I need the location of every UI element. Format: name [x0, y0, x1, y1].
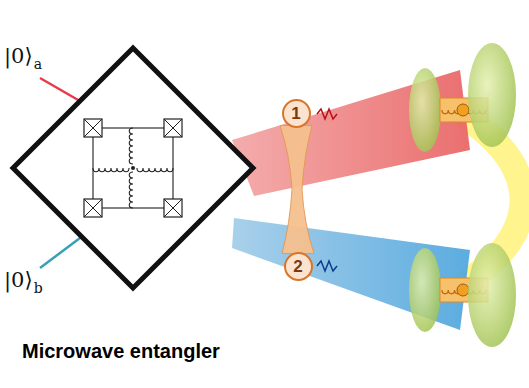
state-subscript: a	[34, 56, 42, 72]
photon-wiggle	[317, 261, 337, 271]
input-state: |0⟩	[4, 44, 33, 68]
input-state: |0⟩	[4, 268, 33, 292]
entanglement-band	[280, 126, 314, 254]
callout-number: 1	[291, 105, 300, 122]
entangler-circuit	[13, 48, 253, 288]
cavity	[409, 43, 516, 152]
caption: Microwave entangler	[22, 340, 220, 363]
callout-circle: 2	[284, 252, 313, 281]
photon-wiggle	[317, 109, 337, 119]
state-subscript: b	[34, 280, 43, 296]
cavity	[409, 243, 516, 347]
callout-circle: 1	[282, 99, 311, 128]
callout-number: 2	[293, 258, 302, 275]
